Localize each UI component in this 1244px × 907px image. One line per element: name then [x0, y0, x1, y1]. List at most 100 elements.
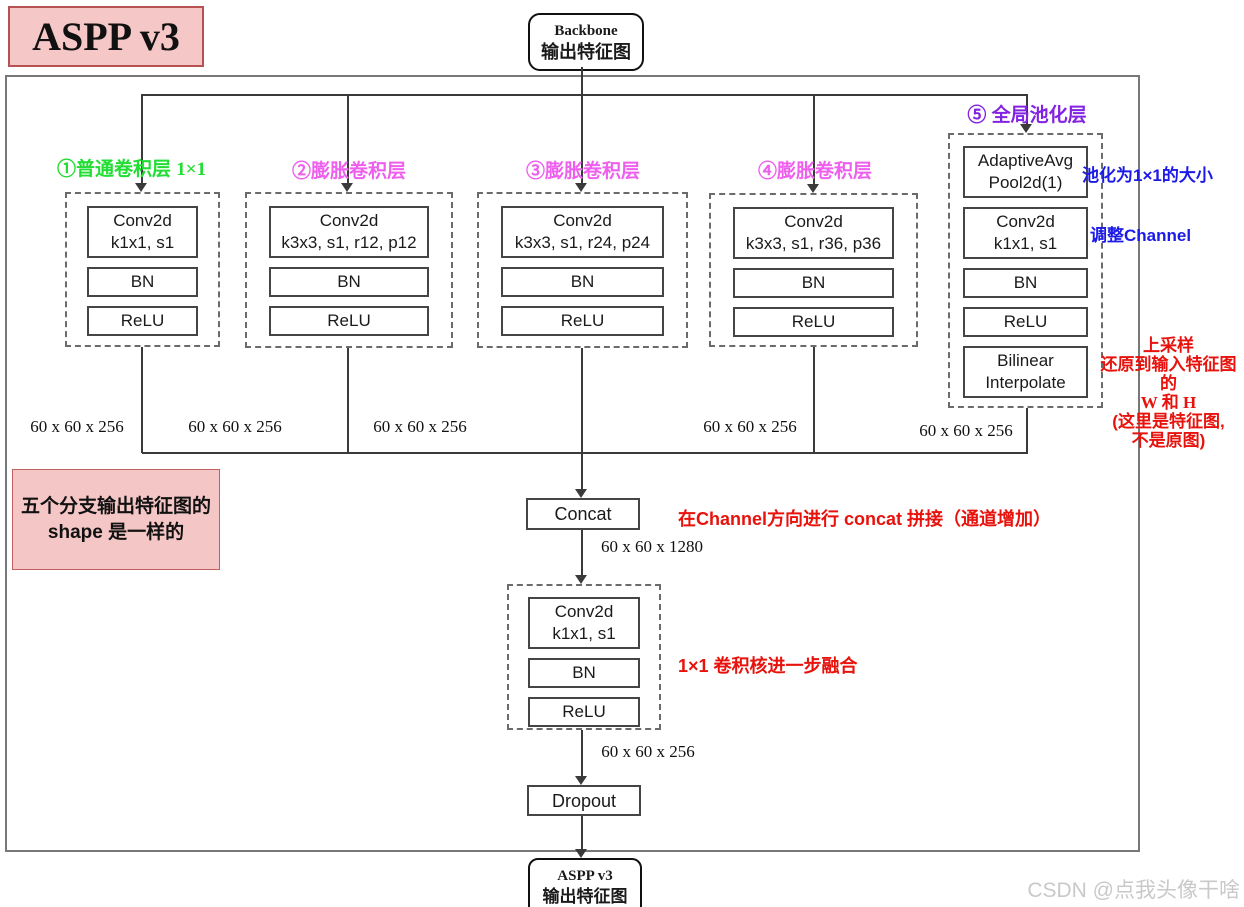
branch-1-output-shape: 60 x 60 x 256	[30, 417, 124, 436]
layer-name: ReLU	[791, 312, 836, 331]
flow-line	[581, 730, 583, 777]
relu-layer-box: ReLU	[501, 306, 664, 336]
output-box-label: ASPP v3	[557, 867, 613, 884]
adaptive-avg-pool-box: AdaptiveAvg Pool2d(1)	[963, 146, 1088, 198]
layer-name: ReLU	[1003, 312, 1048, 331]
layer-params: Pool2d(1)	[988, 173, 1063, 192]
layer-name: BN	[130, 272, 155, 291]
layer-name: BN	[1013, 273, 1038, 292]
upsample-line: 还原到输入特征图的	[1100, 355, 1237, 393]
aspp-output-box: ASPP v3 输出特征图	[528, 858, 642, 907]
branch-2-container: Conv2d k3x3, s1, r12, p12 BN ReLU	[245, 192, 453, 348]
layer-name: ReLU	[327, 311, 371, 330]
concat-output-shape: 60 x 60 x 1280	[601, 537, 703, 556]
backbone-label: Backbone	[554, 22, 618, 39]
bn-layer-box: BN	[87, 267, 198, 297]
bn-layer-box: BN	[269, 267, 429, 297]
branch-3-output-shape: 60 x 60 x 256	[373, 417, 467, 436]
flow-line	[813, 94, 815, 185]
flow-line	[1026, 94, 1028, 125]
adjust-channel-annotation: 调整Channel	[1090, 226, 1192, 245]
bn-layer-box: BN	[528, 658, 640, 688]
flow-line	[581, 94, 583, 184]
branch-1-label-suffix: 1×1	[176, 159, 207, 180]
layer-name: Conv2d	[553, 211, 612, 230]
conv-layer-box: Conv2d k1x1, s1	[963, 207, 1088, 259]
concat-annotation: 在Channel方向进行 concat 拼接（通道增加）	[678, 509, 1052, 529]
shape-note-line2: shape 是一样的	[47, 521, 185, 543]
flow-line	[141, 347, 143, 453]
layer-name: ReLU	[562, 702, 606, 721]
layer-name: BN	[570, 272, 595, 291]
layer-name: AdaptiveAvg	[977, 151, 1074, 170]
arrowhead-icon	[575, 183, 587, 192]
upsample-line: W 和 H	[1140, 393, 1197, 412]
concat-box: Concat	[526, 498, 640, 530]
flow-line-top-bus	[142, 94, 1028, 96]
output-box-sublabel: 输出特征图	[542, 886, 628, 906]
flow-line	[581, 452, 583, 490]
arrowhead-icon	[341, 183, 353, 192]
layer-name: ReLU	[560, 311, 605, 330]
arrowhead-icon	[135, 183, 147, 192]
upsample-line: 不是原图)	[1131, 431, 1206, 450]
branch-2-label: ②膨胀卷积层	[291, 161, 407, 182]
arrowhead-icon	[575, 849, 587, 858]
branch-3-container: Conv2d k3x3, s1, r24, p24 BN ReLU	[477, 192, 688, 348]
backbone-sublabel: 输出特征图	[541, 41, 631, 62]
layer-params: k1x1, s1	[110, 233, 175, 252]
branch-5-output-shape: 60 x 60 x 256	[919, 421, 1013, 440]
layer-name: Conv2d	[784, 212, 843, 231]
layer-name: Conv2d	[554, 602, 614, 621]
flow-line-bottom-bus	[142, 452, 1028, 454]
page-title: ASPP v3	[8, 6, 204, 67]
branch-4-container: Conv2d k3x3, s1, r36, p36 BN ReLU	[709, 193, 918, 347]
layer-params: k3x3, s1, r36, p36	[745, 234, 882, 253]
bn-layer-box: BN	[733, 268, 894, 298]
flow-line	[581, 348, 583, 453]
flow-line	[1026, 408, 1028, 453]
layer-name: Conv2d	[996, 212, 1055, 231]
flow-line	[581, 530, 583, 576]
branch-3-label: ③膨胀卷积层	[525, 161, 641, 182]
layer-name: BN	[337, 272, 361, 291]
conv-layer-box: Conv2d k1x1, s1	[87, 206, 198, 258]
shape-note-line1: 五个分支输出特征图的	[20, 495, 211, 517]
diagram-frame	[5, 75, 1140, 852]
flow-line	[813, 347, 815, 453]
relu-layer-box: ReLU	[87, 306, 198, 336]
branch-1-container: Conv2d k1x1, s1 BN ReLU	[65, 192, 220, 347]
layer-name: BN	[572, 663, 596, 682]
layer-name: Conv2d	[319, 211, 379, 230]
conv-layer-box: Conv2d k3x3, s1, r24, p24	[501, 206, 664, 258]
branch-4-label: ④膨胀卷积层	[757, 161, 873, 182]
branch-2-output-shape: 60 x 60 x 256	[188, 417, 282, 436]
upsample-line: (这里是特征图,	[1112, 412, 1225, 431]
layer-name: BN	[801, 273, 826, 292]
bn-layer-box: BN	[501, 267, 664, 297]
branch-5-container: AdaptiveAvg Pool2d(1) Conv2d k1x1, s1 BN…	[948, 133, 1103, 408]
backbone-input-box: Backbone 输出特征图	[528, 13, 644, 71]
flow-line	[581, 67, 583, 95]
dropout-box: Dropout	[527, 785, 641, 816]
conv-layer-box: Conv2d k3x3, s1, r36, p36	[733, 207, 894, 259]
relu-layer-box: ReLU	[963, 307, 1088, 337]
upsample-line: 上采样	[1143, 336, 1194, 355]
fuse-annotation: 1×1 卷积核进一步融合	[678, 656, 858, 676]
arrowhead-icon	[807, 184, 819, 193]
conv-layer-box: Conv2d k3x3, s1, r12, p12	[269, 206, 429, 258]
arrowhead-icon	[575, 489, 587, 498]
bn-layer-box: BN	[963, 268, 1088, 298]
fuse-block-container: Conv2d k1x1, s1 BN ReLU	[507, 584, 661, 730]
layer-params: k1x1, s1	[552, 624, 616, 643]
arrowhead-icon	[575, 776, 587, 785]
flow-line	[347, 94, 349, 184]
csdn-watermark: CSDN @点我头像干啥	[1027, 879, 1240, 902]
branch-5-label: ⑤ 全局池化层	[967, 105, 1087, 126]
bilinear-interpolate-box: Bilinear Interpolate	[963, 346, 1088, 398]
branch-1-label: ①普通卷积层 1×1	[57, 154, 206, 181]
relu-layer-box: ReLU	[528, 697, 640, 727]
layer-name: Bilinear	[997, 351, 1054, 370]
flow-line	[581, 815, 583, 850]
